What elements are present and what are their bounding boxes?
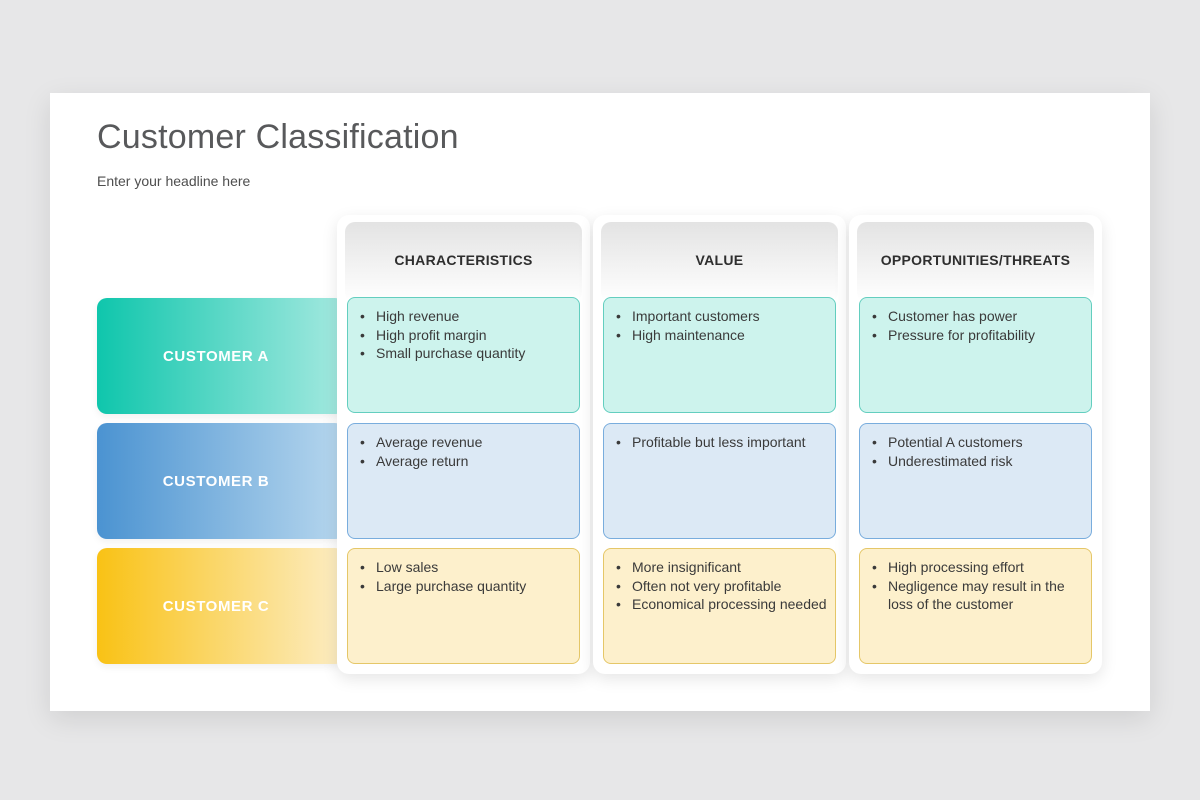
bullet-list: Average revenueAverage return [348,433,575,470]
bullet-list: Profitable but less important [604,433,831,452]
cell-customer-b-opportunities: Potential A customersUnderestimated risk [859,423,1092,539]
bullet-item: Pressure for profitability [860,326,1087,345]
page-title: Customer Classification [97,118,459,156]
bullet-item: Often not very profitable [604,577,831,596]
bullet-item: Large purchase quantity [348,577,575,596]
bullet-item: Potential A customers [860,433,1087,452]
cell-customer-c-value: More insignificantOften not very profita… [603,548,836,664]
bullet-list: High processing effortNegligence may res… [860,558,1087,614]
bullet-item: Economical processing needed [604,595,831,614]
cell-customer-b-characteristics: Average revenueAverage return [347,423,580,539]
column-panel-value: VALUE Important customersHigh maintenanc… [593,215,846,674]
cell-customer-a-value: Important customersHigh maintenance [603,297,836,413]
column-panel-opportunities-threats: OPPORTUNITIES/THREATS Customer has power… [849,215,1102,674]
row-bar-label: CUSTOMER C [162,597,270,615]
bullet-item: Profitable but less important [604,433,831,452]
bullet-item: High maintenance [604,326,831,345]
bullet-item: High processing effort [860,558,1087,577]
row-bar-customer-c: CUSTOMER C [97,548,345,664]
slide-card: Customer Classification Enter your headl… [50,93,1150,711]
row-bar-label: CUSTOMER A [162,347,269,365]
cell-customer-c-opportunities: High processing effortNegligence may res… [859,548,1092,664]
bullet-item: Negligence may result in the loss of the… [860,577,1087,614]
bullet-list: More insignificantOften not very profita… [604,558,831,614]
column-header: VALUE [601,222,838,302]
row-bar-customer-a: CUSTOMER A [97,298,345,414]
column-header: OPPORTUNITIES/THREATS [857,222,1094,302]
bullet-list: Low salesLarge purchase quantity [348,558,575,595]
bullet-item: High profit margin [348,326,575,345]
column-header: CHARACTERISTICS [345,222,582,302]
cell-customer-a-characteristics: High revenueHigh profit marginSmall purc… [347,297,580,413]
bullet-item: High revenue [348,307,575,326]
bullet-item: Underestimated risk [860,452,1087,471]
cell-customer-b-value: Profitable but less important [603,423,836,539]
page-subtitle: Enter your headline here [97,173,251,189]
bullet-item: Important customers [604,307,831,326]
bullet-item: Small purchase quantity [348,344,575,363]
cell-customer-c-characteristics: Low salesLarge purchase quantity [347,548,580,664]
bullet-list: High revenueHigh profit marginSmall purc… [348,307,575,363]
row-bar-label: CUSTOMER B [162,472,270,490]
bullet-list: Important customersHigh maintenance [604,307,831,344]
column-header-label: OPPORTUNITIES/THREATS [880,252,1071,268]
column-panel-characteristics: CHARACTERISTICS High revenueHigh profit … [337,215,590,674]
bullet-item: Customer has power [860,307,1087,326]
bullet-item: Low sales [348,558,575,577]
bullet-list: Potential A customersUnderestimated risk [860,433,1087,470]
bullet-item: Average return [348,452,575,471]
bullet-item: More insignificant [604,558,831,577]
bullet-item: Average revenue [348,433,575,452]
bullet-list: Customer has powerPressure for profitabi… [860,307,1087,344]
row-bar-customer-b: CUSTOMER B [97,423,345,539]
column-header-label: CHARACTERISTICS [394,252,533,268]
column-header-label: VALUE [695,252,744,268]
cell-customer-a-opportunities: Customer has powerPressure for profitabi… [859,297,1092,413]
